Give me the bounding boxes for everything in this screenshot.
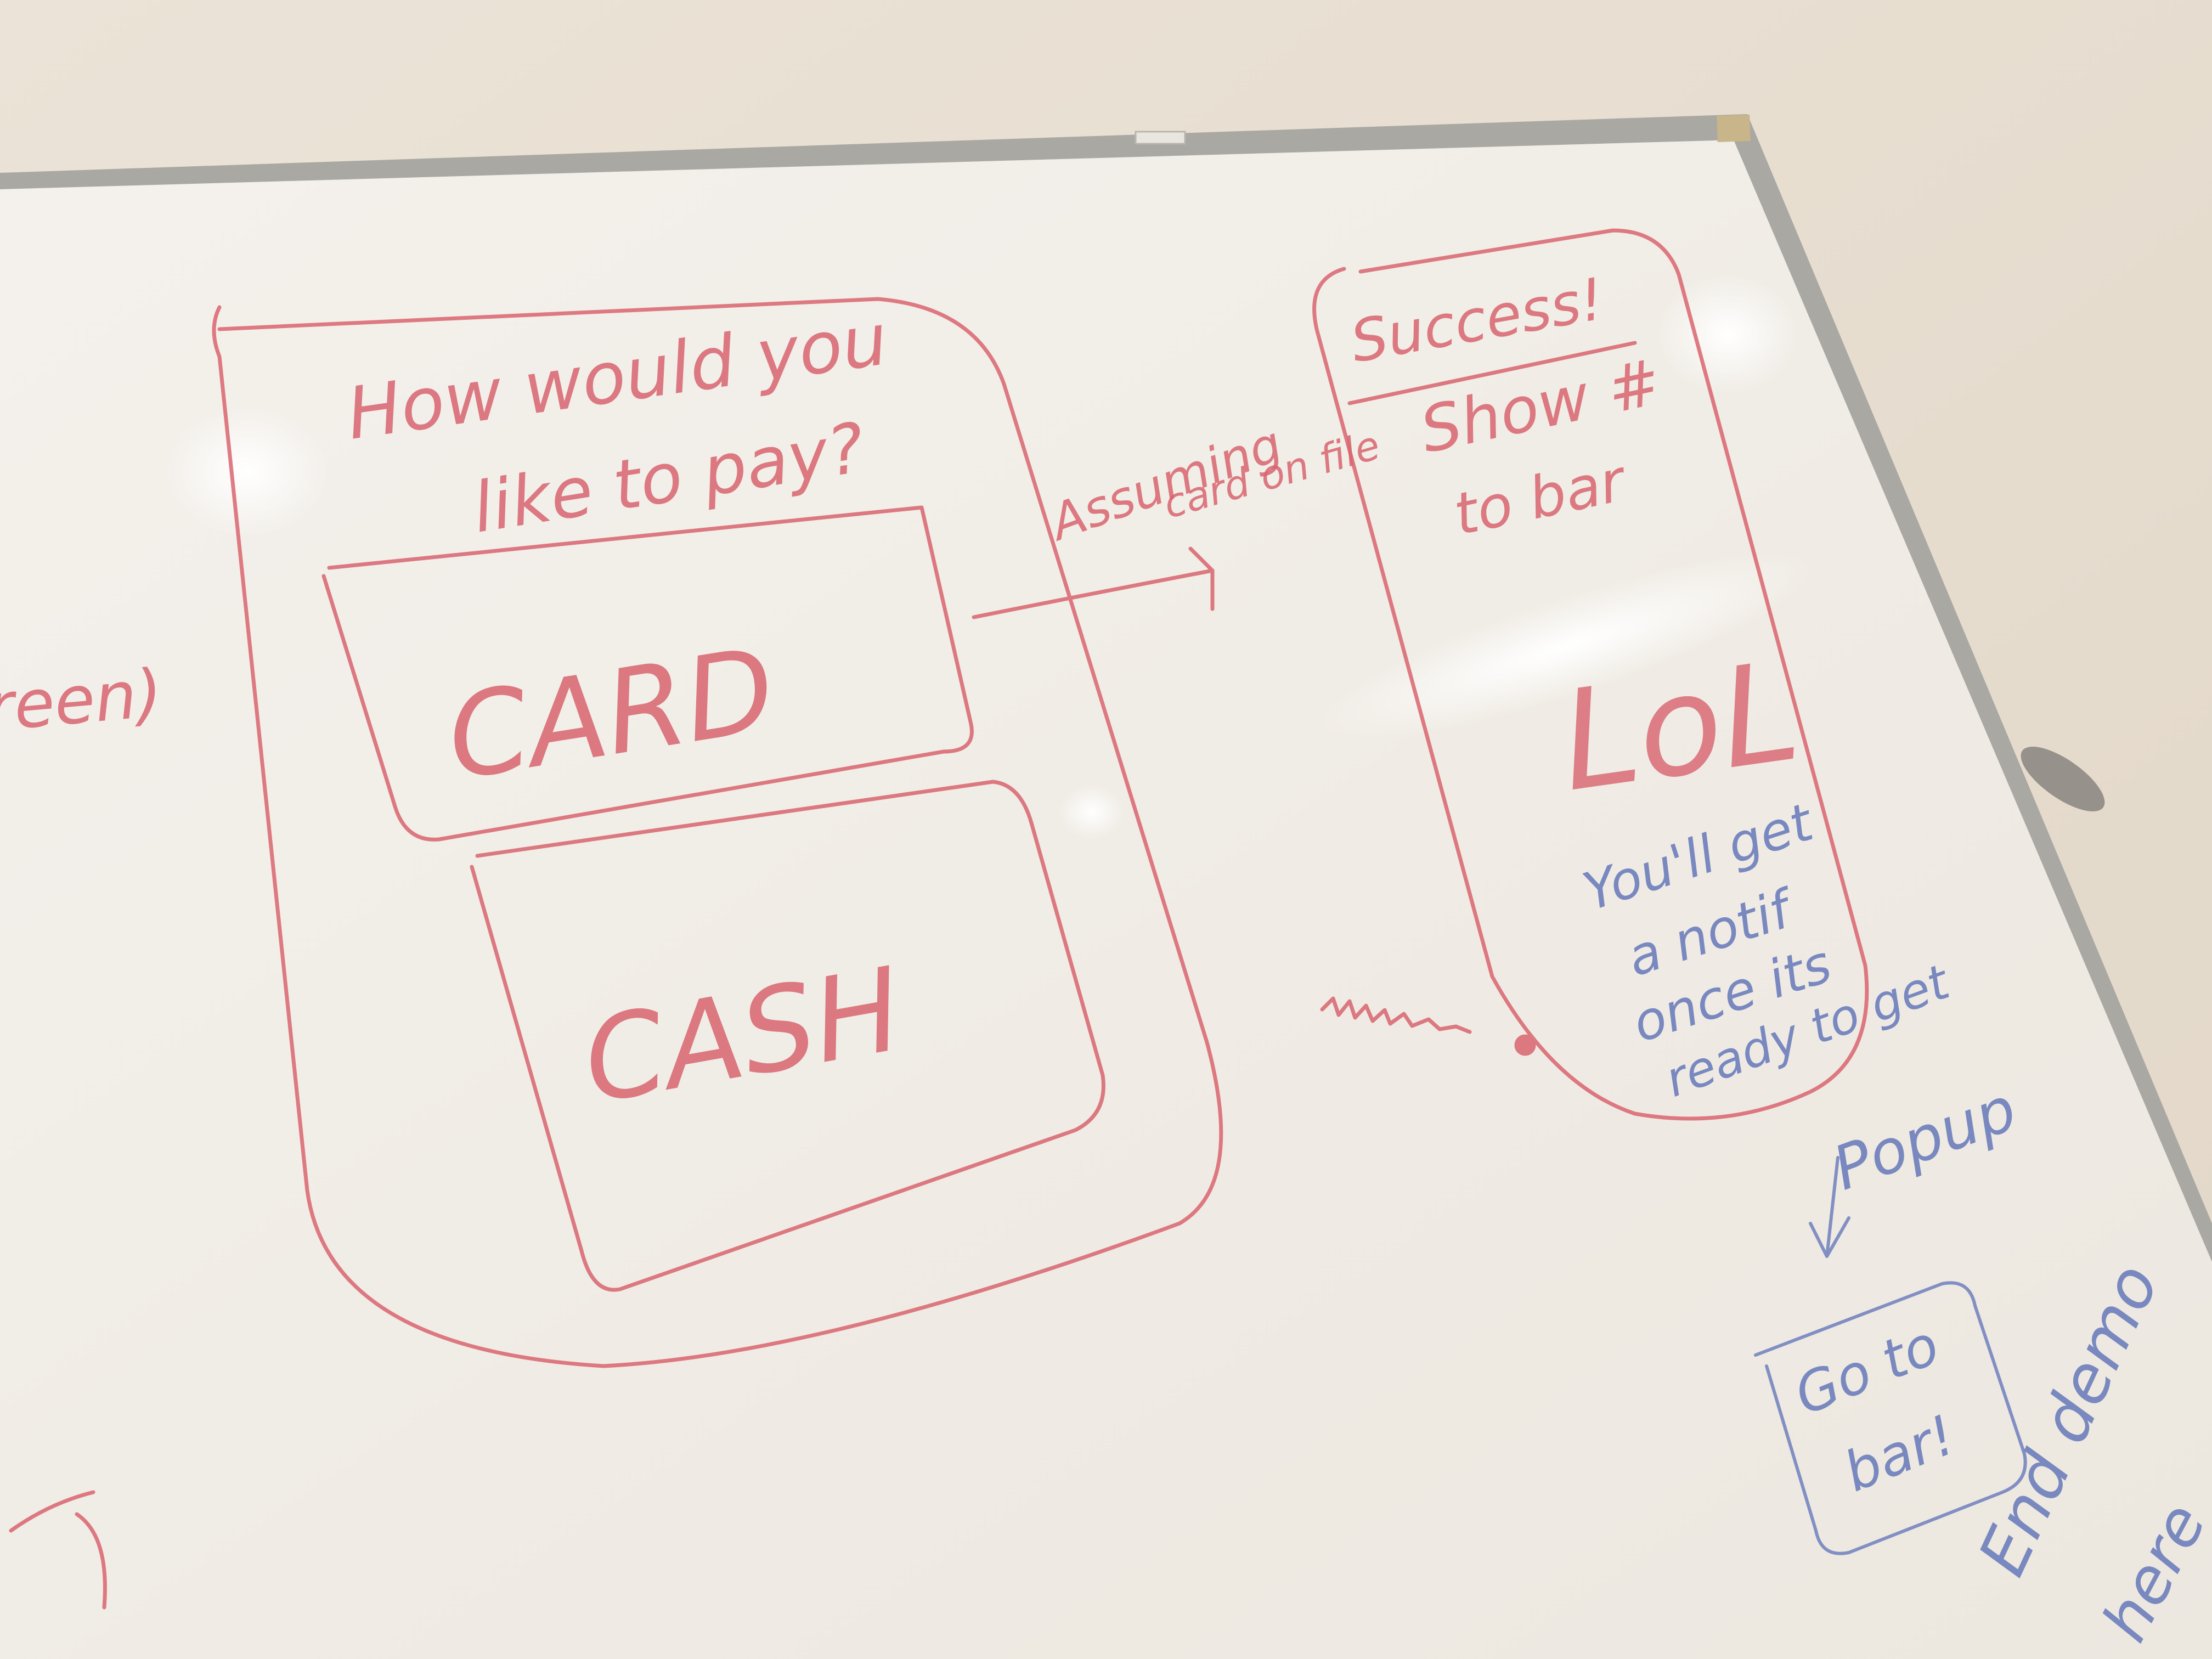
payment-screen-sketch	[212, 297, 1223, 1368]
success-screen-sketch	[1312, 228, 1869, 1121]
glare-left	[165, 406, 329, 538]
success-title-divider	[1347, 341, 1637, 405]
glare-streak	[1312, 553, 1815, 742]
glare-small	[1059, 785, 1125, 839]
cash-button-outline	[470, 780, 1105, 1292]
arrow-head	[1188, 546, 1215, 611]
left-edge-fragment: reen)	[0, 655, 165, 746]
arrow-card-to-success	[972, 568, 1215, 619]
popup-arrow	[1809, 1156, 1850, 1258]
popup-box-outline	[1754, 1281, 2027, 1555]
board-surface	[0, 140, 2212, 1659]
popup-sketch	[1754, 1156, 2027, 1555]
board-corner-bracket	[1717, 114, 1751, 143]
glare-right	[1657, 274, 1799, 395]
scribble-dot	[1514, 1034, 1536, 1056]
success-code: LoL	[1551, 631, 1808, 822]
scribble-mark	[1320, 996, 1472, 1034]
smudge	[2021, 746, 2105, 812]
left-edge-scribble	[9, 1490, 107, 1610]
phone-outline-left	[212, 297, 1223, 1368]
card-button-outline	[321, 505, 974, 842]
board-magnet	[1135, 131, 1186, 145]
success-phone-outline	[1312, 228, 1869, 1121]
